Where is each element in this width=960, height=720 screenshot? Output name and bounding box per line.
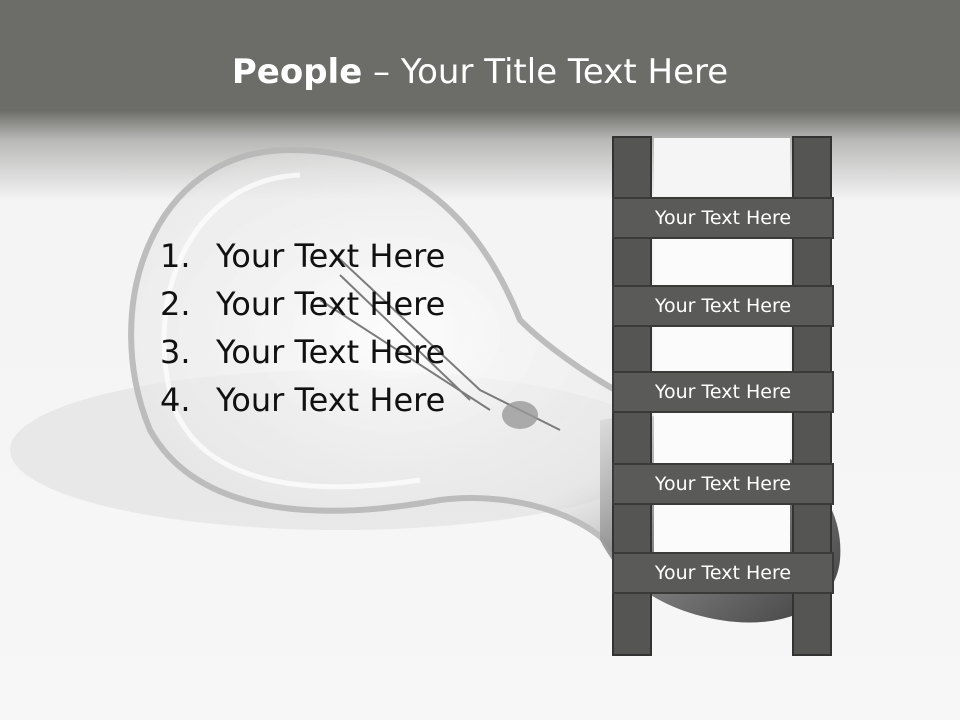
ladder-rung: Your Text Here: [612, 371, 834, 413]
ladder-gap: [654, 238, 790, 286]
ladder-rung: Your Text Here: [612, 197, 834, 239]
list-item: 4. Your Text Here: [160, 376, 445, 424]
list-text: Your Text Here: [216, 381, 446, 419]
ladder-gap: [654, 138, 790, 196]
list-item: 1. Your Text Here: [160, 232, 445, 280]
slide-title: People – Your Title Text Here: [0, 52, 960, 92]
ladder-gap: [654, 326, 790, 372]
list-item: 2. Your Text Here: [160, 280, 445, 328]
numbered-list: 1. Your Text Here 2. Your Text Here 3. Your…: [160, 232, 445, 424]
list-text: Your Text Here: [216, 237, 446, 275]
ladder-gap: [654, 594, 790, 656]
ladder-rung: Your Text Here: [612, 463, 834, 505]
ladder-gap: [654, 504, 790, 554]
list-number: 3.: [160, 333, 191, 371]
ladder-rung: Your Text Here: [612, 285, 834, 327]
ladder-gap: [654, 412, 790, 464]
list-number: 1.: [160, 237, 191, 275]
list-number: 2.: [160, 285, 191, 323]
title-bold: People: [231, 52, 363, 92]
list-text: Your Text Here: [216, 285, 446, 323]
list-item: 3. Your Text Here: [160, 328, 445, 376]
list-text: Your Text Here: [216, 333, 446, 371]
title-rest: – Your Title Text Here: [362, 52, 729, 92]
ladder-rung: Your Text Here: [612, 552, 834, 594]
list-number: 4.: [160, 381, 191, 419]
